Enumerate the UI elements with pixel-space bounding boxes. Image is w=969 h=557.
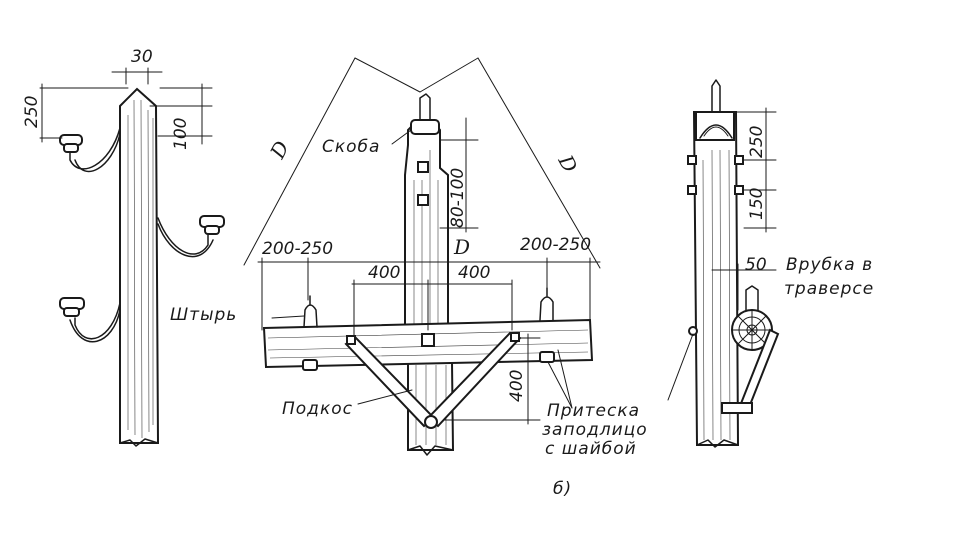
dim-30: 30 (131, 47, 153, 67)
pin-left (302, 295, 318, 371)
label-priteska-1: Притеска (547, 401, 640, 421)
dim-150-right: 150 (747, 188, 767, 220)
left-insulator-1 (59, 127, 121, 173)
label-vrubka-2: траверсе (784, 279, 874, 299)
label-sub-b: б) (553, 479, 572, 499)
dim-400-left: 400 (368, 263, 400, 283)
left-pole-body (119, 87, 160, 444)
middle-crossarm-view: D D (170, 57, 648, 499)
brace-right (426, 331, 522, 428)
crossarm-section (731, 285, 773, 351)
left-insulator-3 (59, 297, 121, 343)
dim-250-left: 250 (22, 96, 42, 128)
right-pole-body (692, 111, 740, 446)
middle-pole-upper (404, 119, 449, 329)
dim-D-right: D (553, 150, 582, 176)
dim-D-left: D (265, 137, 294, 163)
label-priteska-2: заподлицо (542, 420, 648, 440)
dim-100-left: 100 (171, 118, 191, 150)
dim-400-right: 400 (458, 263, 490, 283)
dim-50: 50 (745, 255, 767, 275)
dim-D-center: D (453, 235, 470, 259)
label-shtyr: Штырь (170, 305, 237, 325)
label-vrubka-1: Врубка в (786, 255, 873, 275)
label-skoba: Скоба (322, 137, 380, 157)
dim-80-100: 80-100 (448, 168, 468, 228)
pin-right (539, 287, 555, 363)
left-pole-view: 30 250 100 (22, 47, 225, 447)
label-podkos: Подкос (282, 399, 353, 419)
right-side-view: 250 150 50 Врубка в траверсе (667, 79, 874, 448)
dim-200-250-right: 200-250 (520, 235, 591, 255)
dim-250-right: 250 (747, 126, 767, 158)
label-priteska-3: с шайбой (545, 439, 637, 459)
dim-400-vertical: 400 (507, 370, 527, 402)
left-insulator-2 (157, 215, 225, 258)
dim-200-250-left: 200-250 (262, 239, 333, 259)
